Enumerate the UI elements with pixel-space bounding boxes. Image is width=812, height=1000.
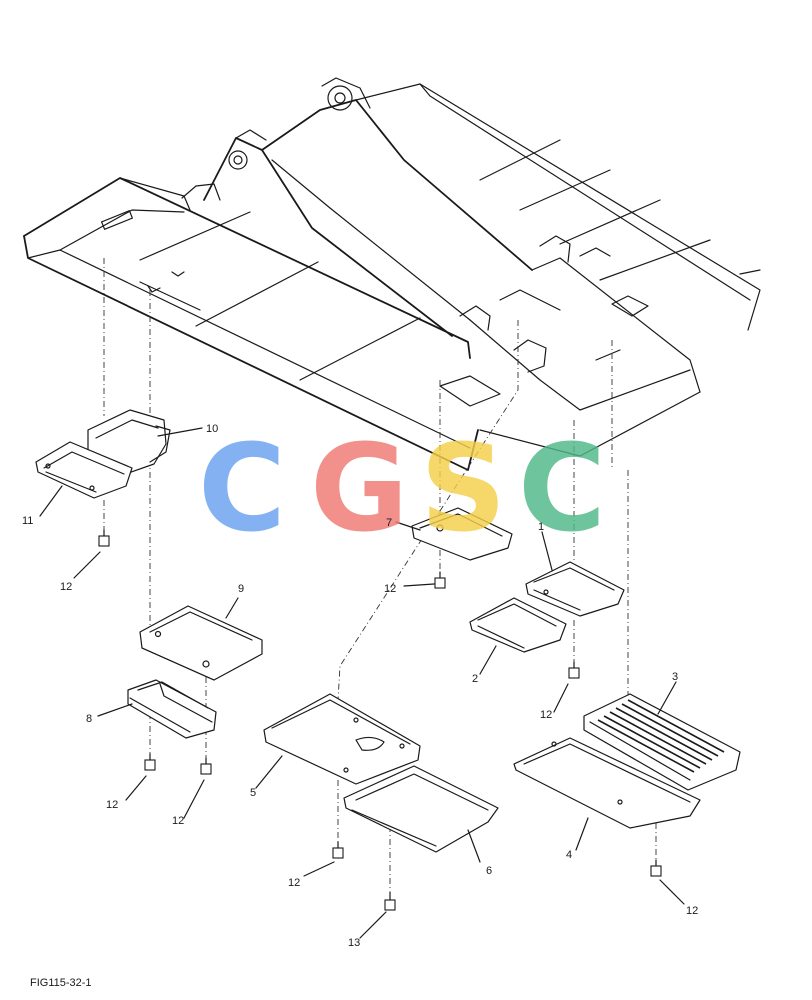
bolt-icon <box>200 757 212 775</box>
callout-12: 12 <box>540 709 552 721</box>
callout-3: 3 <box>672 671 678 683</box>
callout-8: 8 <box>86 713 92 725</box>
watermark-letter: G <box>310 420 409 559</box>
callouts: 1 2 3 4 5 6 7 8 9 10 11 12 12 12 12 12 1… <box>22 423 698 949</box>
callout-5: 5 <box>250 787 256 799</box>
watermark-letter: C <box>198 420 286 559</box>
plate-7 <box>411 507 513 561</box>
callout-1: 1 <box>538 521 544 533</box>
bolt-icon <box>144 753 156 771</box>
callout-12: 12 <box>172 815 184 827</box>
callout-12: 12 <box>106 799 118 811</box>
leader-lines <box>39 427 685 939</box>
callout-12: 12 <box>288 877 300 889</box>
callout-9: 9 <box>238 583 244 595</box>
watermark: C G S C <box>198 420 606 559</box>
bolt-icon <box>568 661 580 679</box>
plate-5 <box>263 693 421 785</box>
plate-9 <box>139 605 263 681</box>
callout-12: 12 <box>384 583 396 595</box>
bracket-8 <box>127 679 217 739</box>
bolt-icon <box>434 571 446 589</box>
callout-7: 7 <box>386 517 392 529</box>
bolt-icon <box>332 841 344 859</box>
callout-2: 2 <box>472 673 478 685</box>
callout-12: 12 <box>686 905 698 917</box>
grating-3 <box>583 693 741 791</box>
plate-11 <box>35 441 133 499</box>
main-frame <box>23 77 761 471</box>
callout-6: 6 <box>486 865 492 877</box>
callout-12: 12 <box>60 581 72 593</box>
plate-1 <box>525 561 625 617</box>
callout-4: 4 <box>566 849 572 861</box>
plate-6 <box>343 765 499 853</box>
callout-13: 13 <box>348 937 360 949</box>
plate-2 <box>469 597 567 653</box>
watermark-letter: C <box>518 420 606 559</box>
plate-4 <box>513 737 701 829</box>
bolt-icon <box>650 859 662 877</box>
callout-11: 11 <box>22 515 33 527</box>
figure-label: FIG115-32-1 <box>30 977 92 989</box>
callout-10: 10 <box>206 423 218 435</box>
bolts <box>98 529 662 911</box>
bolt-icon <box>98 529 110 547</box>
watermark-letter: S <box>420 420 506 559</box>
bolt-icon <box>384 891 396 911</box>
